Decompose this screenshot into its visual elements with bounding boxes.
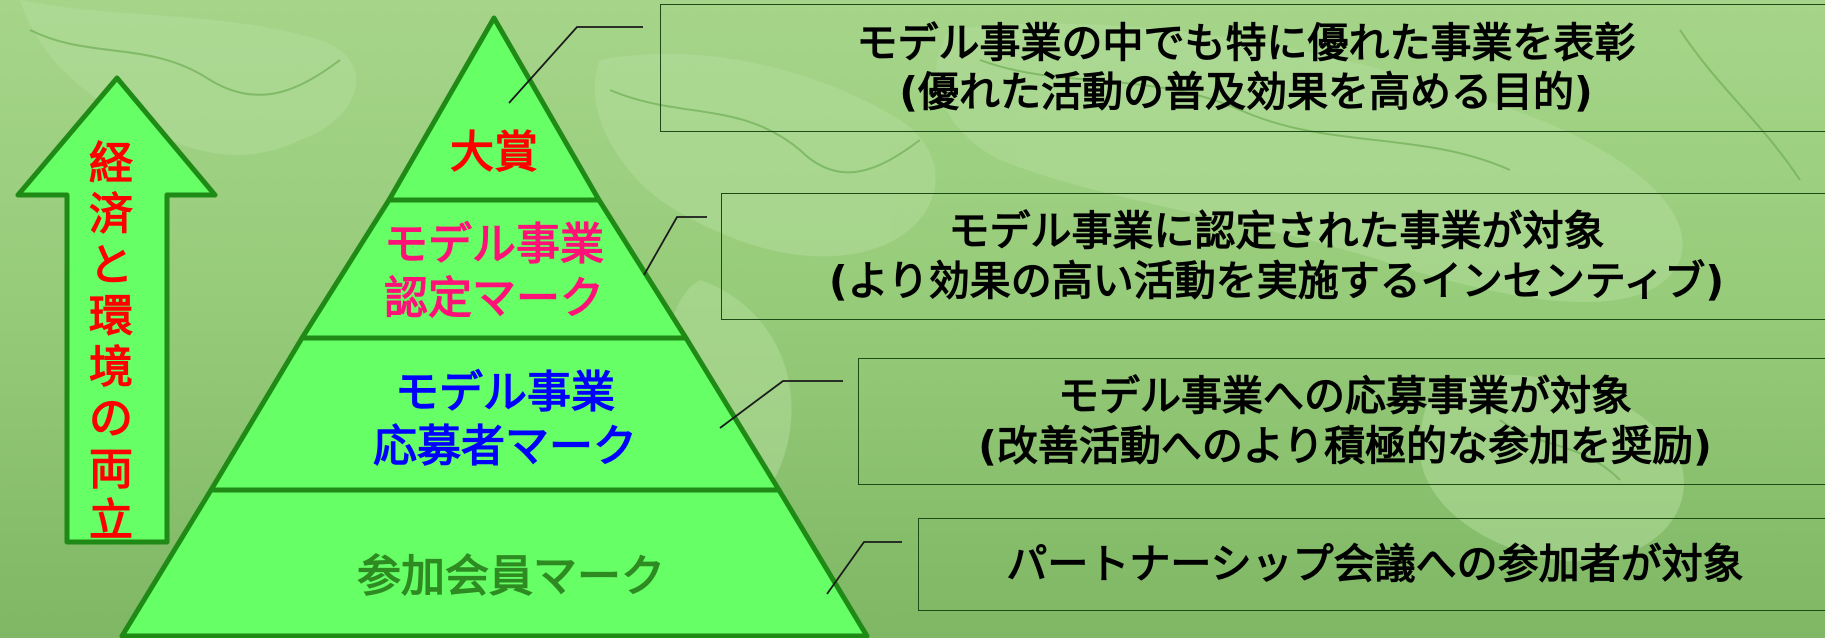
description-box-certified-model: モデル事業に認定された事業が対象 (より効果の高い活動を実施するインセンティブ) (721, 193, 1825, 320)
connector-line (826, 541, 902, 595)
connector-line (508, 26, 643, 104)
arrow-label: 経済と環境の両立 (89, 138, 133, 546)
up-arrow-icon (15, 75, 218, 545)
description-line: (より効果の高い活動を実施するインセンティブ) (828, 256, 1725, 305)
description-line: モデル事業への応募事業が対象 (1058, 372, 1632, 421)
description-box-member: パートナーシップ会議への参加者が対象 (918, 518, 1825, 611)
description-line: パートナーシップ会議への参加者が対象 (1006, 539, 1744, 588)
connector-line (719, 380, 843, 429)
description-box-model-applicant: モデル事業への応募事業が対象 (改善活動へのより積極的な参加を奨励) (858, 358, 1825, 485)
pyramid-tier-member (119, 487, 870, 638)
tier-label-certified-model: モデル事業 認定マーク (384, 219, 604, 324)
description-line: モデル事業に認定された事業が対象 (948, 207, 1605, 256)
tier-label-model-applicant: モデル事業 応募者マーク (373, 367, 637, 472)
connector-line (643, 216, 707, 276)
tier-label-grand-prize: 大賞 (450, 127, 538, 178)
description-line: モデル事業の中でも特に優れた事業を表彰 (856, 18, 1636, 67)
description-box-grand-prize: モデル事業の中でも特に優れた事業を表彰 (優れた活動の普及効果を高める目的) (660, 4, 1825, 132)
tier-label-member: 参加会員マーク (357, 551, 665, 602)
description-line: (優れた活動の普及効果を高める目的) (899, 68, 1593, 116)
description-line: (改善活動へのより積極的な参加を奨励) (978, 421, 1712, 470)
